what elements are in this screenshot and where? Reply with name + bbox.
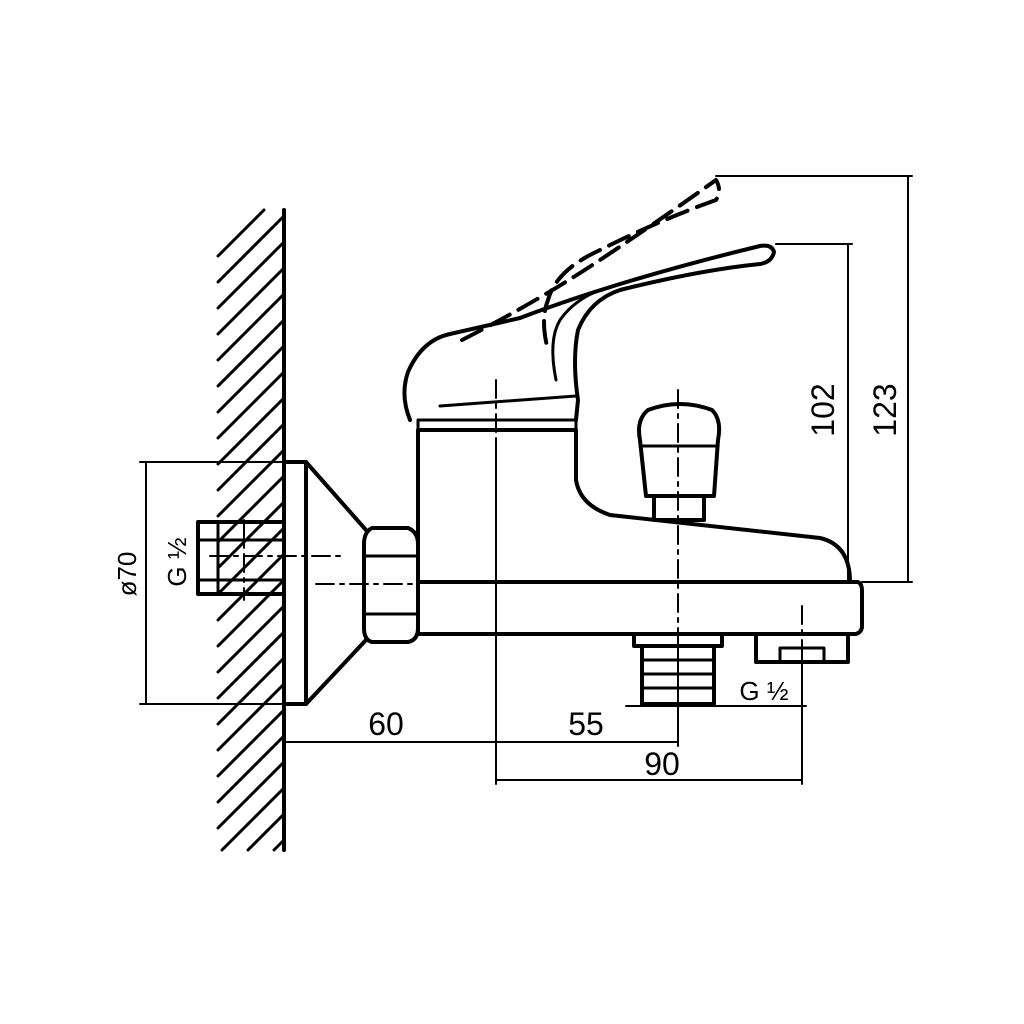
wall-hatch-line — [216, 292, 286, 362]
wall — [216, 208, 286, 852]
wall-hatch-line — [216, 422, 286, 492]
dimension-labels: 60 55 90 G ½ 102 123 ø70 G ½ — [112, 383, 903, 782]
body-bar — [416, 580, 864, 636]
dim-label-55: 55 — [568, 706, 604, 742]
wall-hatching — [216, 208, 286, 852]
wall-hatch-line — [246, 812, 286, 852]
wall-hatch-line — [216, 656, 286, 726]
wall-hatch-line — [216, 526, 286, 596]
dim-label-102: 102 — [805, 383, 841, 436]
wall-hatch-line — [216, 552, 286, 622]
dim-label-90: 90 — [644, 746, 680, 782]
flange-plate — [282, 460, 308, 706]
wall-hatch-line — [216, 396, 286, 466]
center-lines — [209, 379, 803, 651]
lever-open-dashed — [460, 178, 721, 352]
dimension-lines — [139, 175, 913, 785]
dim-label-outlet-thread: G ½ — [739, 676, 788, 706]
lever-curve — [551, 288, 602, 382]
inlet-thread — [196, 520, 286, 596]
wall-hatch-line — [272, 838, 286, 852]
dim-label-flange: ø70 — [112, 552, 142, 597]
lever-underside — [438, 394, 578, 408]
wall-hatch-line — [216, 370, 286, 440]
lever — [402, 243, 776, 422]
wall-flange — [196, 460, 368, 706]
wall-hatch-line — [216, 682, 286, 752]
wall-hatch-line — [216, 266, 286, 336]
wall-hatch-line — [216, 630, 286, 700]
wall-hatch-line — [216, 578, 286, 648]
wall-hatch-line — [216, 448, 286, 518]
dim-label-60: 60 — [368, 706, 404, 742]
diverter-knob — [637, 402, 722, 498]
wall-hatch-line — [216, 708, 286, 778]
hex-nut-faces — [362, 554, 420, 616]
wall-hatch-line — [216, 214, 286, 284]
wall-hatch-line — [216, 604, 286, 674]
dim-label-inlet-thread: G ½ — [162, 537, 192, 586]
mixer-body — [402, 178, 864, 706]
wall-hatch-line — [216, 474, 286, 544]
wall-hatch-line — [216, 344, 286, 414]
inlet-pipe — [196, 520, 286, 596]
wall-hatch-line — [216, 500, 286, 570]
cartridge-housing — [416, 428, 852, 584]
wall-hatch-line — [216, 318, 286, 388]
wall-hatch-line — [220, 786, 286, 852]
dim-label-123: 123 — [867, 383, 903, 436]
wall-hatch-line — [216, 760, 286, 830]
wall-hatch-line — [216, 208, 266, 258]
flange-cone — [304, 460, 368, 706]
wall-hatch-line — [216, 734, 286, 804]
wall-hatch-line — [216, 240, 286, 310]
